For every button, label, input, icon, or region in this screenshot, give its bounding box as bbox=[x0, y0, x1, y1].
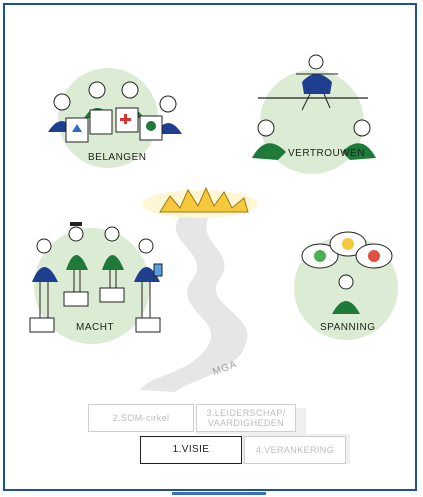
step-verankering: 4.VERANKERING bbox=[244, 436, 346, 464]
step-verankering-label: 4.VERANKERING bbox=[256, 445, 334, 455]
belangen-label: BELANGEN bbox=[88, 152, 146, 163]
step-leiderschap-label: 3.LEIDERSCHAP/ VAARDIGHEDEN bbox=[206, 408, 285, 428]
step-som-cirkel-label: 2.SOM-cirkel bbox=[113, 413, 170, 423]
vertrouwen-label: VERTROUWEN bbox=[288, 148, 365, 159]
macht-label: MACHT bbox=[76, 322, 114, 333]
spanning-label: SPANNING bbox=[320, 322, 376, 333]
step-visie-label: 1.VISIE bbox=[173, 445, 210, 455]
sun-icon bbox=[142, 188, 258, 218]
bottom-scroll-indicator bbox=[172, 492, 266, 495]
step-som-cirkel: 2.SOM-cirkel bbox=[88, 404, 194, 432]
step-leiderschap: 3.LEIDERSCHAP/ VAARDIGHEDEN bbox=[196, 404, 296, 432]
step-visie: 1.VISIE bbox=[140, 436, 242, 464]
